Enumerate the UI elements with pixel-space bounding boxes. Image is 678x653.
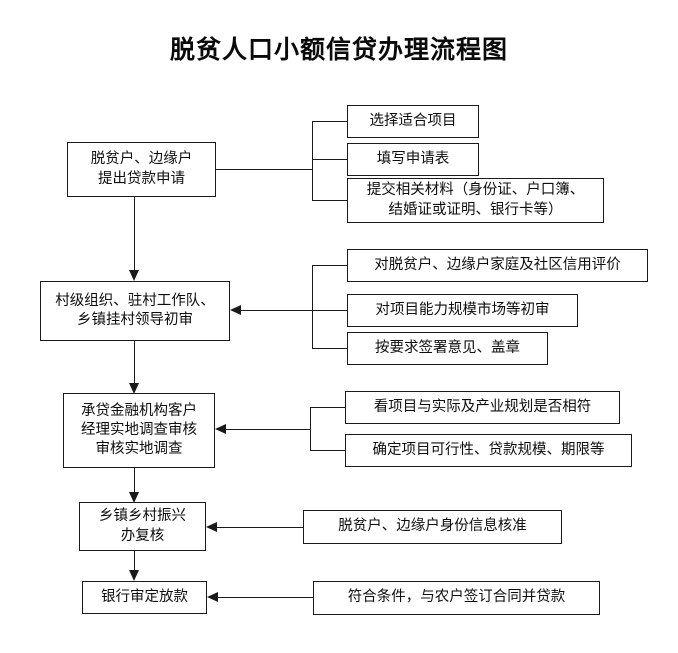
step-node-5[interactable]: 银行审定放款 bbox=[82, 581, 207, 614]
detail-node-g4-1[interactable]: 脱贫户、边缘户身份信息核准 bbox=[303, 510, 562, 544]
flow-connector-3-4-arrow bbox=[129, 492, 139, 503]
group-3-arrow-head bbox=[215, 424, 226, 434]
detail-node-g3-1-label: 看项目与实际及产业规划是否相符 bbox=[373, 398, 592, 415]
detail-node-g2-1[interactable]: 对脱贫户、边缘户家庭及社区信用评价 bbox=[347, 249, 648, 282]
detail-node-g3-2-label: 确定项目可行性、贷款规模、期限等 bbox=[372, 441, 605, 458]
step-node-1[interactable]: 脱贫户、边缘户 提出贷款申请 bbox=[67, 142, 216, 197]
group-3-stub-2 bbox=[310, 450, 346, 452]
detail-node-g5-1[interactable]: 符合条件，与农户签订合同并贷款 bbox=[313, 581, 600, 615]
flow-connector-2-3-arrow bbox=[129, 383, 139, 394]
step-node-4[interactable]: 乡镇乡村振兴 办复核 bbox=[79, 502, 206, 551]
step-node-2-label: 村级组织、驻村工作队、 乡镇挂村领导初审 bbox=[55, 292, 215, 328]
page-title: 脱贫人口小额信贷办理流程图 bbox=[169, 35, 508, 64]
detail-node-g2-3[interactable]: 按要求签署意见、盖章 bbox=[347, 332, 548, 365]
detail-node-g1-2-label: 填写申请表 bbox=[376, 150, 450, 167]
detail-node-g4-1-label: 脱贫户、边缘户身份信息核准 bbox=[338, 518, 527, 535]
group-1-arrow-line bbox=[216, 169, 313, 171]
step-node-2[interactable]: 村级组织、驻村工作队、 乡镇挂村领导初审 bbox=[40, 281, 230, 341]
step-node-3-label: 承贷金融机构客户 经理实地调查审核 审核实地调查 bbox=[81, 402, 197, 458]
detail-node-g3-1[interactable]: 看项目与实际及产业规划是否相符 bbox=[345, 391, 620, 424]
detail-node-g2-2-label: 对项目能力规模市场等初审 bbox=[375, 301, 550, 318]
step-node-3[interactable]: 承贷金融机构客户 经理实地调查审核 审核实地调查 bbox=[63, 393, 215, 468]
flow-connector-4-5-arrow bbox=[129, 570, 139, 581]
flow-connector-4-5 bbox=[134, 550, 136, 570]
flow-connector-3-4 bbox=[134, 467, 136, 492]
detail-node-g1-1-label: 选择适合项目 bbox=[369, 112, 457, 129]
group-3-stub-1 bbox=[310, 407, 346, 409]
step-node-4-label: 乡镇乡村振兴 办复核 bbox=[99, 508, 186, 544]
group-3-arrow-line bbox=[226, 429, 311, 431]
detail-node-g1-1[interactable]: 选择适合项目 bbox=[347, 105, 479, 138]
group-4-arrow-line bbox=[217, 527, 304, 529]
detail-node-g3-2[interactable]: 确定项目可行性、贷款规模、期限等 bbox=[345, 434, 632, 467]
group-5-arrow-line bbox=[218, 597, 314, 599]
group-2-stub-2 bbox=[312, 310, 348, 312]
group-1-stub-1 bbox=[312, 121, 348, 123]
detail-node-g2-1-label: 对脱贫户、边缘户家庭及社区信用评价 bbox=[374, 256, 621, 273]
detail-node-g2-3-label: 按要求签署意见、盖章 bbox=[375, 339, 520, 356]
flow-connector-1-2 bbox=[134, 196, 136, 270]
detail-node-g2-2[interactable]: 对项目能力规模市场等初审 bbox=[347, 294, 578, 327]
group-4-arrow-head bbox=[206, 522, 217, 532]
group-2-arrow-head bbox=[230, 305, 241, 315]
detail-node-g1-3-label: 提交相关材料（身份证、户口簿、 结婚证或证明、银行卡等） bbox=[366, 182, 585, 218]
group-5-arrow-head bbox=[207, 592, 218, 602]
group-3-bracket-trunk bbox=[310, 407, 312, 450]
step-node-5-label: 银行审定放款 bbox=[101, 588, 188, 605]
group-2-bracket-trunk bbox=[312, 265, 314, 349]
flow-connector-1-2-arrow bbox=[129, 270, 139, 281]
detail-node-g5-1-label: 符合条件，与农户签订合同并贷款 bbox=[347, 589, 566, 606]
group-2-stub-3 bbox=[312, 348, 348, 350]
group-2-stub-1 bbox=[312, 265, 348, 267]
group-1-bracket-trunk bbox=[312, 121, 314, 201]
detail-node-g1-2[interactable]: 填写申请表 bbox=[347, 143, 479, 176]
group-2-arrow-line bbox=[241, 310, 313, 312]
flow-connector-2-3 bbox=[134, 340, 136, 383]
detail-node-g1-3[interactable]: 提交相关材料（身份证、户口簿、 结婚证或证明、银行卡等） bbox=[347, 178, 604, 223]
step-node-1-label: 脱贫户、边缘户 提出贷款申请 bbox=[90, 151, 193, 187]
group-1-stub-3 bbox=[312, 200, 348, 202]
group-1-stub-2 bbox=[312, 159, 348, 161]
